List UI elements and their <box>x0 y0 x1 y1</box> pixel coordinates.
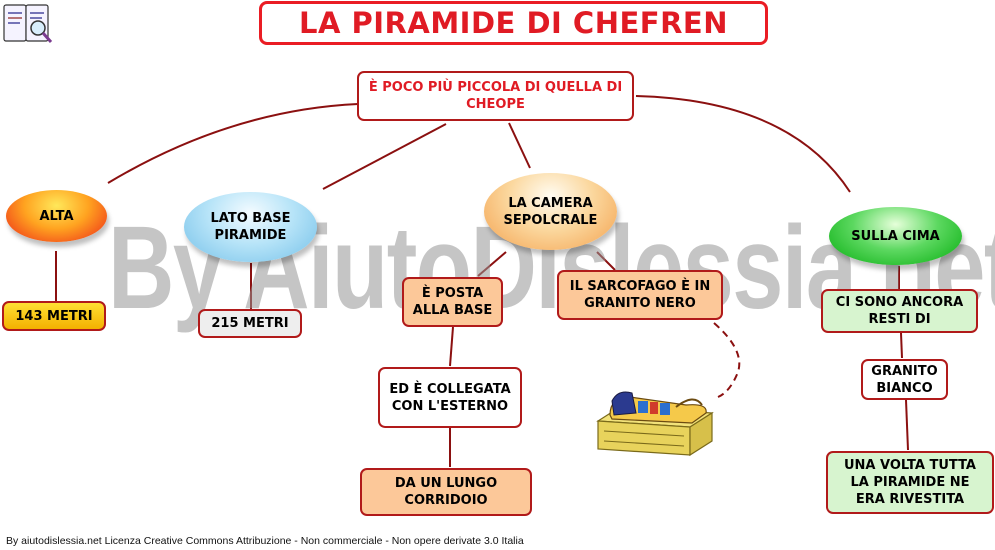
node-collegata-esterno: ED È COLLEGATA CON L'ESTERNO <box>378 367 522 428</box>
node-granito-bianco: GRANITO BIANCO <box>861 359 948 400</box>
node-posta-base: È POSTA ALLA BASE <box>402 277 503 327</box>
link-root-camera <box>508 122 531 169</box>
root-concept: È POCO PIÙ PICCOLA DI QUELLA DI CHEOPE <box>357 71 634 121</box>
node-sarcofago: IL SARCOFAGO È IN GRANITO NERO <box>557 270 723 320</box>
node-sulla-cima-label: SULLA CIMA <box>851 228 940 244</box>
node-alta: ALTA <box>6 190 107 242</box>
root-concept-text: È POCO PIÙ PICCOLA DI QUELLA DI CHEOPE <box>368 80 623 112</box>
node-lato-value-text: 215 METRI <box>211 316 289 331</box>
page-title: LA PIRAMIDE DI CHEFREN <box>259 1 768 45</box>
node-lato-base-label: LATO BASE PIRAMIDE <box>210 211 291 243</box>
link-root-alta <box>107 103 359 184</box>
node-lato-value: 215 METRI <box>198 309 302 338</box>
node-posta-base-text: È POSTA ALLA BASE <box>412 286 493 318</box>
link-root-cima <box>635 95 851 193</box>
link-camera-sarcofago <box>596 251 616 271</box>
node-sulla-cima: SULLA CIMA <box>829 207 962 265</box>
link-root-lato <box>322 123 447 190</box>
link-posta-collegata <box>449 326 454 367</box>
node-lato-base: LATO BASE PIRAMIDE <box>184 192 317 262</box>
node-rivestita: UNA VOLTA TUTTA LA PIRAMIDE NE ERA RIVES… <box>826 451 994 514</box>
node-camera-sepolcrale: LA CAMERA SEPOLCRALE <box>484 173 617 250</box>
link-granito-rivestita <box>905 399 909 451</box>
node-corridoio-text: DA UN LUNGO CORRIDOIO <box>394 476 498 508</box>
node-alta-value-text: 143 METRI <box>15 308 93 324</box>
node-sarcofago-text: IL SARCOFAGO È IN GRANITO NERO <box>569 279 711 311</box>
node-granito-text: GRANITO BIANCO <box>871 363 938 396</box>
node-rivestita-text: UNA VOLTA TUTTA LA PIRAMIDE NE ERA RIVES… <box>844 458 976 507</box>
link-camera-posta <box>477 251 507 277</box>
node-collegata-text: ED È COLLEGATA CON L'ESTERNO <box>389 381 511 414</box>
node-alta-label: ALTA <box>39 208 74 224</box>
link-resti-granito <box>900 332 903 359</box>
license-footer: By aiutodislessia.net Licenza Creative C… <box>6 535 524 547</box>
node-lungo-corridoio: DA UN LUNGO CORRIDOIO <box>360 468 532 516</box>
node-camera-label: LA CAMERA SEPOLCRALE <box>503 195 598 228</box>
node-resti: CI SONO ANCORA RESTI DI <box>821 289 978 333</box>
book-magnifier-icon <box>3 4 53 43</box>
node-resti-text: CI SONO ANCORA RESTI DI <box>835 295 964 327</box>
node-alta-value: 143 METRI <box>2 301 106 331</box>
sarcophagus-icon <box>596 391 714 457</box>
